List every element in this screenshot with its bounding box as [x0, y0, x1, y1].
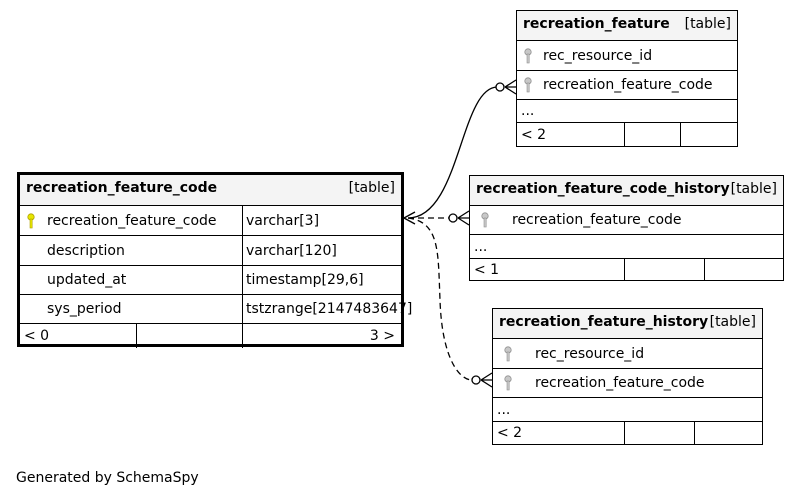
column-name: description	[47, 242, 125, 259]
column-name: recreation_feature_code	[535, 375, 705, 391]
foreign-key-icon	[503, 345, 513, 362]
relation-optional-marker	[495, 82, 505, 92]
parent-count: < 2	[521, 126, 547, 143]
relation-crowfoot-marker	[504, 79, 517, 95]
table-footer: < 0 3 >	[20, 324, 401, 348]
child-count: 3 >	[369, 328, 395, 344]
table-name: recreation_feature_code_history	[476, 181, 730, 197]
column-type: varchar[3]	[246, 212, 320, 229]
column-name: sys_period	[47, 301, 122, 317]
table-kind: [table]	[684, 16, 731, 32]
foreign-key-icon	[523, 47, 533, 64]
table-footer: < 1	[470, 259, 783, 280]
column-row: sys_period tstzrange[2147483647]	[20, 295, 412, 324]
foreign-key-icon	[523, 77, 533, 93]
relation-line-recreation-feature	[407, 86, 498, 219]
table-recreation-feature-code[interactable]: recreation_feature_code [table] recreati…	[17, 172, 412, 348]
column-name: recreation_feature_code	[543, 77, 713, 93]
parent-count: < 1	[474, 261, 500, 278]
more-columns-row: ...	[493, 398, 762, 422]
relation-optional-marker	[448, 213, 458, 223]
table-kind: [table]	[348, 180, 395, 196]
column-name: recreation_feature_code	[512, 212, 682, 228]
column-name: rec_resource_id	[535, 345, 645, 362]
more-columns-row: ...	[517, 100, 737, 123]
relation-crowfoot-marker	[480, 372, 493, 388]
column-type: varchar[120]	[246, 242, 337, 259]
column-row: recreation_feature_code	[517, 71, 737, 100]
column-type: timestamp[29,6]	[246, 272, 364, 288]
generated-by-label: Generated by SchemaSpy	[16, 470, 199, 486]
foreign-key-icon	[480, 212, 490, 228]
table-recreation-feature[interactable]: recreation_feature [table] rec_resource_…	[516, 10, 738, 147]
column-row: description varchar[120]	[20, 236, 401, 266]
table-name: recreation_feature_code	[26, 180, 218, 196]
parent-count: < 0	[24, 328, 50, 344]
more-columns: ...	[521, 103, 535, 119]
relation-crowfoot-marker	[457, 210, 470, 226]
table-recreation-feature-code-history[interactable]: recreation_feature_code_history [table] …	[469, 175, 784, 281]
parent-count: < 2	[497, 425, 523, 441]
more-columns: ...	[474, 238, 488, 255]
table-kind: [table]	[709, 314, 756, 330]
column-row: updated_at timestamp[29,6]	[20, 266, 401, 295]
more-columns: ...	[497, 401, 511, 418]
relation-origin-marker	[403, 211, 416, 225]
table-footer: < 2	[517, 123, 737, 146]
column-name: recreation_feature_code	[47, 212, 217, 229]
column-type: tstzrange[2147483647]	[246, 301, 413, 317]
table-recreation-feature-history[interactable]: recreation_feature_history [table] rec_r…	[492, 308, 763, 445]
foreign-key-icon	[503, 375, 513, 391]
table-footer: < 2	[493, 422, 762, 444]
column-row: rec_resource_id	[517, 41, 737, 71]
relation-optional-marker	[471, 375, 481, 385]
column-name: rec_resource_id	[543, 47, 653, 64]
table-name: recreation_feature	[523, 16, 670, 32]
column-name: updated_at	[47, 272, 127, 288]
column-row: recreation_feature_code varchar[3]	[20, 206, 401, 236]
column-row: recreation_feature_code	[493, 369, 762, 398]
primary-key-icon	[26, 212, 36, 229]
table-name: recreation_feature_history	[499, 314, 709, 330]
column-row: rec_resource_id	[493, 339, 762, 369]
column-row: recreation_feature_code	[470, 206, 783, 235]
table-kind: [table]	[730, 181, 777, 197]
more-columns-row: ...	[470, 235, 783, 259]
relation-line-feature-history	[407, 217, 473, 381]
